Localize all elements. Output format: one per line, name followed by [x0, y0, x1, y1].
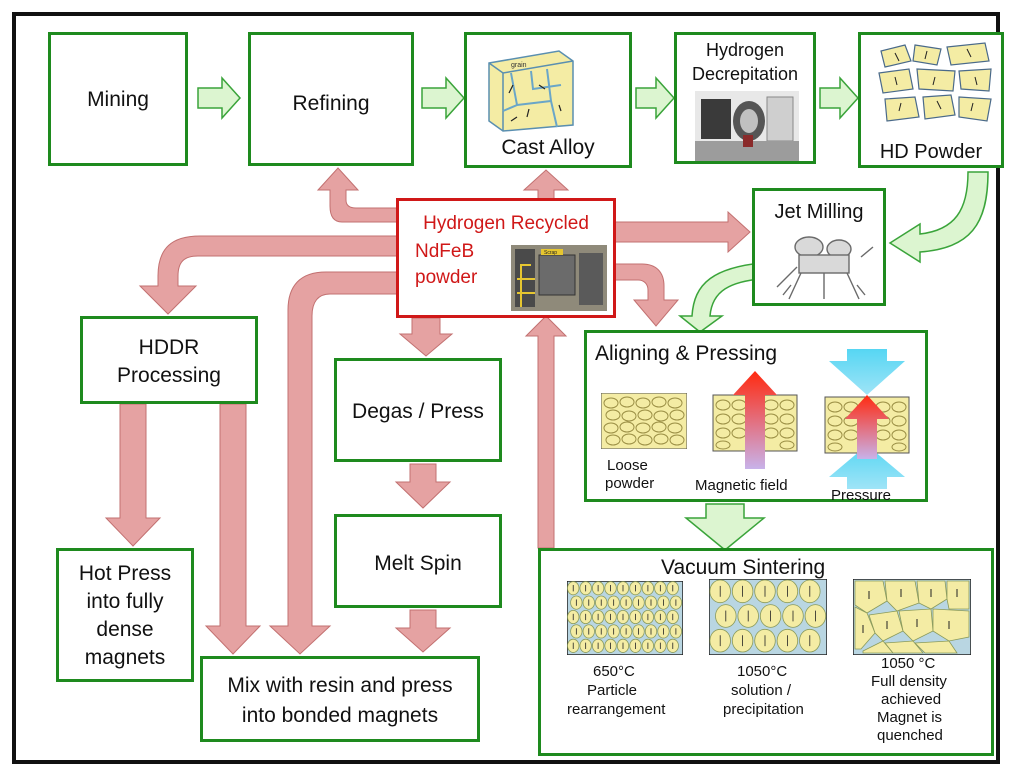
arrow-recycled-cast [522, 169, 570, 201]
arrow-hd-hdpowder [819, 76, 860, 120]
arrow-recycled-jetmill [613, 210, 751, 254]
arrow-meltspin-mix [394, 609, 452, 653]
mix-resin-box: Mix with resin and press into bonded mag… [200, 656, 480, 742]
pressure-up-arrow-icon [829, 445, 905, 489]
hd-equipment-photo [695, 91, 799, 161]
aligning-box: Aligning & Pressing Loose powder Magneti… [584, 330, 928, 504]
sinter-c3-5: quenched [877, 727, 943, 744]
recycled-label-3: powder [415, 267, 478, 288]
sinter-c2-1: 1050°C [737, 663, 788, 680]
arrow-hdpowder-jetmill [888, 171, 989, 264]
hot-press-label-2: into fully [86, 590, 164, 613]
sintering-1050-solution-image [709, 579, 827, 655]
arrow-mining-refining [197, 76, 242, 120]
sintering-1050-full-density-image [853, 579, 971, 655]
hot-press-label-1: Hot Press [78, 562, 172, 585]
hd-powder-label: HD Powder [879, 141, 983, 163]
cast-alloy-grain-image: grain [488, 50, 574, 132]
aligning-title: Aligning & Pressing [595, 342, 778, 365]
sinter-c3-4: Magnet is [877, 709, 943, 726]
jet-milling-label: Jet Milling [774, 201, 864, 223]
hd-powder-grain-image [878, 42, 992, 122]
sinter-c1-2: Particle [587, 682, 638, 699]
magnetic-label: Magnetic field [695, 477, 788, 494]
hddr-box: HDDR Processing [80, 316, 258, 404]
arrow-recycled-mix [268, 271, 399, 655]
hd-powder-box: HD Powder [858, 32, 1004, 168]
pressure-down-arrow-icon [829, 349, 905, 395]
melt-spin-box: Melt Spin [334, 514, 502, 608]
arrow-sintering-recycled [524, 315, 568, 549]
melt-spin-label: Melt Spin [374, 552, 462, 575]
hot-press-label-4: magnets [84, 646, 166, 669]
sinter-c2-2: solution / [731, 682, 792, 699]
sinter-c3-3: achieved [881, 691, 942, 708]
pressure-label: Pressure [831, 487, 892, 504]
recycled-sign-text: Scrap [544, 250, 557, 256]
sinter-c1-1: 650°C [593, 663, 635, 680]
recycled-label-1: Hydrogen Recycled [423, 213, 589, 234]
recycled-powder-box: Hydrogen Recycled NdFeB powder Scrap [396, 198, 616, 318]
arrow-hddr-hotpress [104, 403, 162, 547]
mix-label-2: into bonded magnets [241, 704, 439, 727]
jet-milling-equipment-image [776, 236, 874, 300]
arrow-recycled-refining [316, 167, 399, 223]
refining-label: Refining [292, 92, 370, 115]
arrow-refining-cast [421, 76, 466, 120]
hot-press-box: Hot Press into fully dense magnets [56, 548, 194, 682]
hd-title-2: Decrepitation [691, 64, 799, 84]
degas-label: Degas / Press [352, 400, 484, 423]
sintering-650-image [567, 581, 683, 655]
magnetic-field-arrow-icon [733, 371, 777, 469]
pressure-image [824, 349, 910, 489]
magnetic-field-image [712, 371, 798, 469]
pressure-field-arrow-icon [845, 395, 889, 459]
sinter-c3-1: 1050 °C [881, 655, 936, 672]
mining-label: Mining [87, 88, 149, 111]
sintering-title: Vacuum Sintering [661, 556, 826, 579]
loose-powder-image [601, 393, 687, 449]
cast-alloy-box: grain Cast Alloy [464, 32, 632, 168]
hd-title-1: Hydrogen [705, 40, 785, 60]
sinter-c2-3: precipitation [723, 701, 804, 718]
hddr-label-2: Processing [117, 364, 221, 387]
arrow-recycled-aligning [613, 263, 680, 327]
refining-box: Refining [248, 32, 414, 166]
cast-alloy-label: Cast Alloy [501, 136, 595, 159]
arrow-hddr-mix [204, 403, 262, 655]
loose-label-2: powder [605, 475, 655, 492]
sintering-box: Vacuum Sintering 650°C Particle rearrang… [538, 548, 994, 756]
mix-label-1: Mix with resin and press [227, 674, 453, 697]
sinter-c3-2: Full density [871, 673, 947, 690]
sinter-c1-3: rearrangement [567, 701, 666, 718]
hot-press-label-3: dense [96, 618, 154, 641]
recycling-plant-photo: Scrap [511, 245, 607, 311]
loose-label-1: Loose [607, 457, 648, 474]
recycled-label-2: NdFeB [415, 241, 475, 262]
arrow-recycled-degas [398, 317, 454, 357]
arrow-cast-hd [635, 76, 676, 120]
mining-box: Mining [48, 32, 188, 166]
hd-box: Hydrogen Decrepitation [674, 32, 816, 164]
arrow-recycled-hddr [138, 235, 399, 315]
arrow-degas-meltspin [394, 463, 452, 509]
cast-alloy-grain-text: grain [511, 62, 527, 69]
arrow-aligning-sintering [683, 503, 767, 551]
hddr-label-1: HDDR [138, 336, 200, 359]
jet-milling-box: Jet Milling [752, 188, 886, 306]
degas-box: Degas / Press [334, 358, 502, 462]
